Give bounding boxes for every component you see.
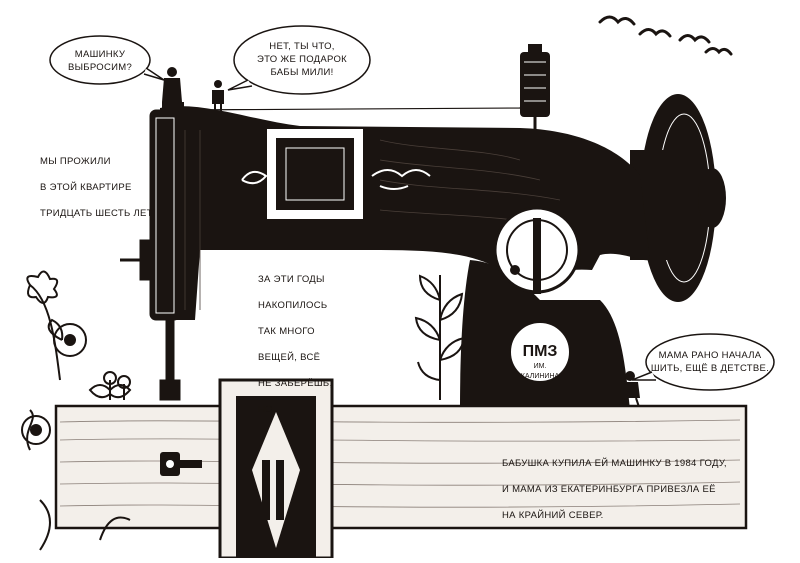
thread-line bbox=[174, 94, 531, 111]
caption-line: ТАК МНОГО bbox=[258, 326, 315, 337]
caption-line: ТРИДЦАТЬ ШЕСТЬ ЛЕТ. bbox=[40, 208, 155, 219]
leaf-plant-icon bbox=[414, 274, 466, 400]
small-plant-icon bbox=[103, 371, 131, 400]
bubble-throw-away-text: МАШИНКУ ВЫБРОСИМ? bbox=[58, 48, 142, 74]
caption-line: НО... bbox=[258, 404, 282, 415]
figure-child-icon bbox=[212, 80, 224, 114]
decorative-plate bbox=[265, 127, 365, 221]
bubble-line: БАБЫ МИЛИ! bbox=[270, 67, 334, 78]
caption-line: НЕ ЗАБЕРЁШЬ, bbox=[258, 378, 333, 389]
bubble-line: ШИТЬ, ЕЩЁ В ДЕТСТВЕ. bbox=[650, 363, 770, 374]
stitch-dial-icon bbox=[493, 206, 581, 294]
caption-bought: БАБУШКА КУПИЛА ЕЙ МАШИНКУ В 1984 ГОДУ, И… bbox=[502, 444, 732, 535]
bubble-line: ВЫБРОСИМ? bbox=[67, 62, 133, 73]
caption-line: НА КРАЙНИЙ СЕВЕР. bbox=[502, 510, 604, 521]
caption-line: БАБУШКА КУПИЛА ЕЙ МАШИНКУ В 1984 ГОДУ, bbox=[502, 458, 727, 469]
speech-bubble-sewing bbox=[631, 333, 775, 391]
speech-bubble-gift bbox=[227, 25, 371, 95]
spool-icon bbox=[520, 44, 550, 130]
ornament-icon bbox=[241, 169, 431, 190]
hinge-icon bbox=[160, 452, 202, 476]
factory-emblem-icon: ПМЗ ИМ. КАЛИНИНА bbox=[509, 321, 571, 383]
machine-arm bbox=[160, 106, 650, 320]
wooden-post bbox=[218, 378, 334, 560]
caption-line: НАКОПИЛОСЬ bbox=[258, 300, 328, 311]
caption-accumulated: ЗА ЭТИ ГОДЫ НАКОПИЛОСЬ ТАК МНОГО ВЕЩЕЙ, … bbox=[258, 260, 358, 429]
caption-line: МЫ ПРОЖИЛИ bbox=[40, 156, 111, 167]
bubble-sewing-text: МАМА РАНО НАЧАЛА ШИТЬ, ЕЩЁ В ДЕТСТВЕ. bbox=[650, 349, 770, 375]
needle-assembly-icon bbox=[120, 109, 181, 401]
caption-line: И МАМА ИЗ ЕКАТЕРИНБУРГА ПРИВЕЗЛА ЕЁ bbox=[502, 484, 716, 495]
bubble-line: ЭТО ЖЕ ПОДАРОК bbox=[256, 54, 347, 65]
flower-plant-icon bbox=[26, 270, 132, 451]
bubble-line: МАШИНКУ bbox=[74, 49, 126, 60]
caption-line: ВЕЩЕЙ, ВСЁ bbox=[258, 352, 321, 363]
bubble-line: МАМА РАНО НАЧАЛА bbox=[658, 350, 762, 361]
figure-mother-icon bbox=[162, 67, 184, 108]
emblem-logo: ПМЗ bbox=[523, 343, 558, 360]
birds-icon bbox=[598, 15, 733, 56]
bottom-plant-icon bbox=[21, 415, 131, 551]
caption-line: ЗА ЭТИ ГОДЫ bbox=[258, 274, 325, 285]
emblem-line1: ИМ. bbox=[534, 363, 547, 370]
speech-bubble-throw-away bbox=[49, 35, 165, 85]
bubble-gift-text: НЕТ, ТЫ ЧТО, ЭТО ЖЕ ПОДАРОК БАБЫ МИЛИ! bbox=[242, 40, 362, 79]
caption-lived: МЫ ПРОЖИЛИ В ЭТОЙ КВАРТИРЕ ТРИДЦАТЬ ШЕСТ… bbox=[40, 142, 160, 233]
handwheel-icon bbox=[630, 94, 726, 302]
bubble-line: НЕТ, ТЫ ЧТО, bbox=[269, 41, 335, 52]
emblem-line2: КАЛИНИНА bbox=[521, 373, 560, 380]
caption-line: В ЭТОЙ КВАРТИРЕ bbox=[40, 182, 132, 193]
